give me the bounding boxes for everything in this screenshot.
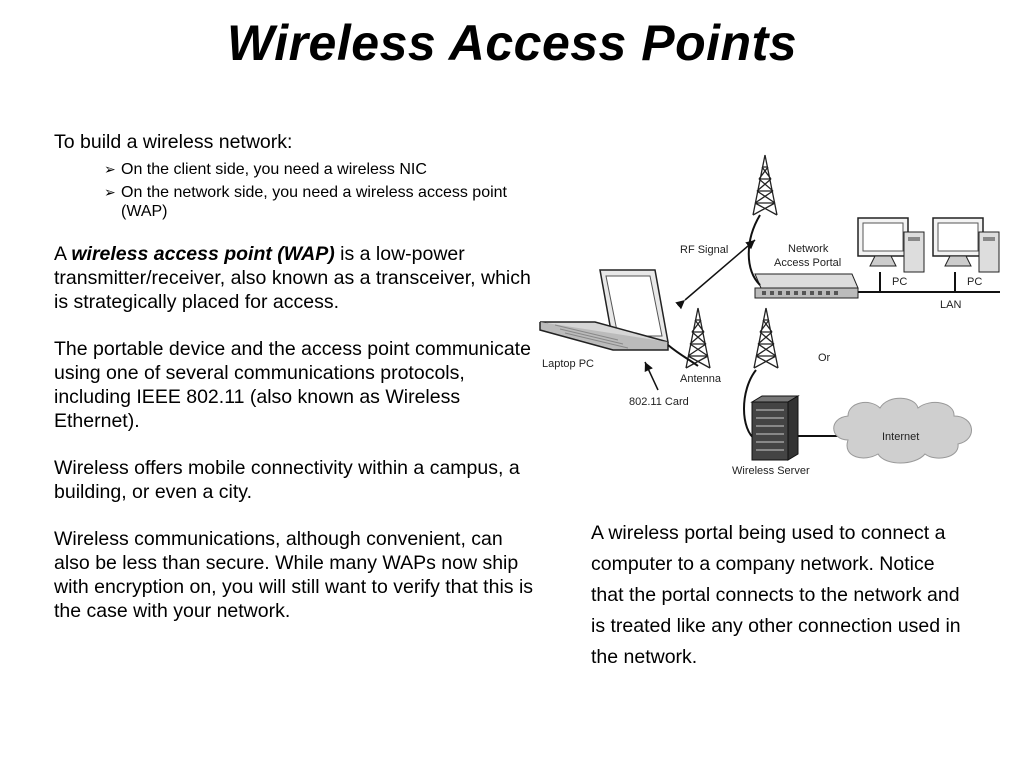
rf-tower-icon bbox=[752, 154, 778, 216]
server-tower-icon bbox=[753, 307, 779, 369]
laptop-icon bbox=[539, 269, 669, 351]
arrow-bullet-icon: ➢ bbox=[104, 184, 116, 200]
bullet-item: ➢On the client side, you need a wireless… bbox=[104, 161, 427, 178]
wireless-server-icon bbox=[750, 395, 800, 461]
network-access-portal-label: Network bbox=[788, 243, 829, 255]
left-text-column: To build a wireless network: ➢On the cli… bbox=[54, 130, 534, 646]
network-access-portal-label-2: Access Portal bbox=[774, 257, 841, 269]
protocols-paragraph: The portable device and the access point… bbox=[54, 338, 531, 432]
diagram-caption: A wireless portal being used to connect … bbox=[591, 522, 961, 668]
slide-title: Wireless Access Points bbox=[226, 15, 798, 71]
arrow-bullet-icon: ➢ bbox=[104, 161, 116, 177]
or-label: Or bbox=[818, 352, 831, 364]
internet-label: Internet bbox=[882, 431, 919, 443]
bullet-list: ➢On the client side, you need a wireless… bbox=[104, 160, 534, 221]
pc-icon bbox=[857, 217, 925, 273]
rf-signal-label: RF Signal bbox=[680, 244, 728, 256]
antenna-tower-icon bbox=[685, 307, 711, 369]
wireless-network-diagram: RF Signal Network Access Portal PC PC LA… bbox=[539, 154, 1000, 477]
bullet-item: ➢On the network side, you need a wireles… bbox=[104, 184, 507, 220]
pc2-label: PC bbox=[967, 276, 982, 288]
card-label: 802.11 Card bbox=[629, 396, 689, 408]
intro-text: To build a wireless network: bbox=[54, 131, 293, 153]
rf-signal-arrow bbox=[675, 239, 756, 310]
wap-definition-paragraph: A wireless access point (WAP) is a low-p… bbox=[54, 243, 531, 313]
wireless-server-label: Wireless Server bbox=[732, 465, 810, 477]
network-access-portal-icon bbox=[754, 273, 859, 299]
pc-icon bbox=[932, 217, 1000, 273]
mobility-paragraph: Wireless offers mobile connectivity with… bbox=[54, 457, 520, 503]
antenna-label: Antenna bbox=[680, 373, 722, 385]
laptop-label: Laptop PC bbox=[542, 358, 594, 370]
lan-label: LAN bbox=[940, 299, 961, 311]
security-paragraph: Wireless communications, although conven… bbox=[54, 528, 534, 622]
pc1-label: PC bbox=[892, 276, 907, 288]
internet-cloud-icon bbox=[833, 397, 972, 464]
